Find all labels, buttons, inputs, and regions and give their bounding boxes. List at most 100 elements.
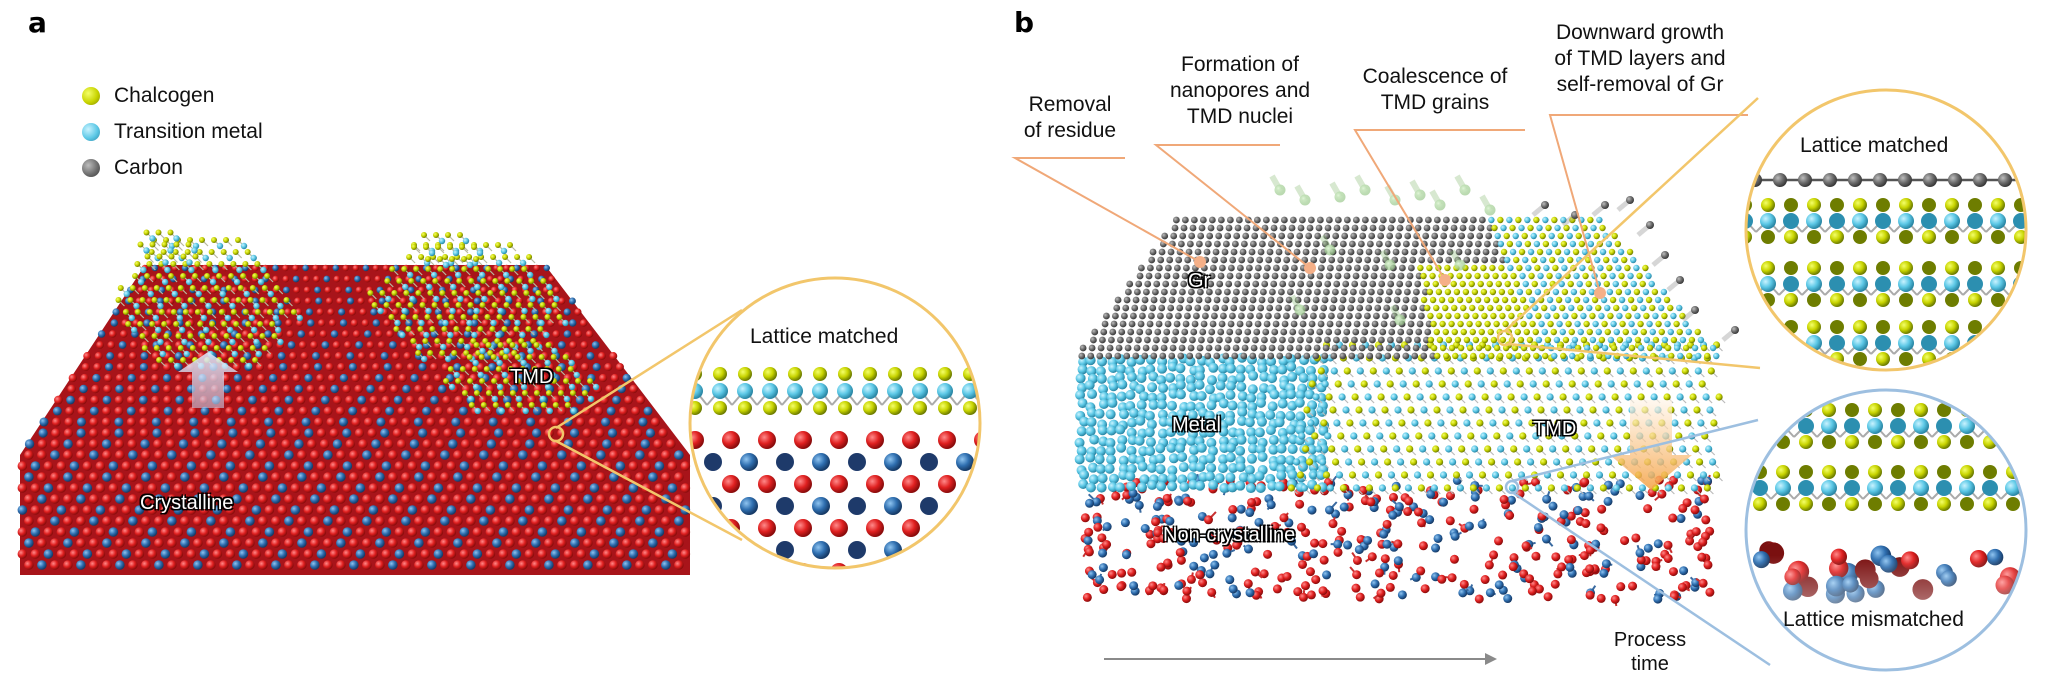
carbon-atom (1459, 224, 1467, 232)
chalcogen-atom (1432, 280, 1439, 288)
carbon-atom (1207, 336, 1214, 344)
oxygen-atom (518, 538, 528, 548)
carbon-atom (1171, 224, 1179, 232)
transition-metal-atom (164, 266, 171, 274)
carbon-atom (1207, 224, 1215, 232)
oxygen-atom (310, 450, 320, 460)
metal-atom (1092, 516, 1102, 526)
metal-atom (486, 439, 497, 449)
tmd-atom (1322, 471, 1331, 479)
chalcogen-atom (1468, 280, 1475, 288)
chalcogen-atom (494, 338, 501, 344)
chalcogen-atom (425, 256, 431, 262)
oxygen-atom (1631, 533, 1641, 543)
carbon-atom (1351, 280, 1359, 288)
oxygen-atom (1705, 587, 1715, 597)
chalcogen-atom (461, 266, 468, 272)
chalcogen-atom (473, 390, 480, 396)
oxygen-atom (174, 384, 184, 394)
chalcogen-atom (213, 345, 220, 351)
tmd-atom (1550, 328, 1557, 336)
oxygen-atom (1310, 538, 1320, 548)
oxygen-atom (352, 330, 361, 338)
metal-atom (440, 516, 450, 526)
transition-metal-atom (133, 302, 140, 310)
carbon-atom (1202, 312, 1209, 320)
tmd-atom (1646, 380, 1654, 388)
tmd-atom (1512, 232, 1519, 240)
carbon-atom (1155, 320, 1163, 328)
chalcogen-atom (1471, 288, 1479, 296)
carbon-atom (1206, 288, 1213, 296)
tmd-atom (1685, 328, 1692, 336)
oxygen-atom (117, 352, 126, 360)
carbon-atom (1235, 328, 1243, 336)
tmd-atom (1589, 312, 1596, 320)
metal-atom (284, 450, 294, 460)
carbon-atom (1432, 224, 1440, 232)
oxygen-atom (327, 373, 337, 383)
oxygen-atom (1319, 555, 1329, 565)
carbon-atom (1208, 216, 1216, 224)
chalcogen-atom (557, 390, 564, 396)
oxygen-atom (596, 560, 606, 570)
oxygen-atom (1228, 505, 1238, 515)
tmd-atom (1334, 380, 1342, 388)
oxygen-atom (1203, 515, 1213, 525)
metal-atom (321, 341, 330, 349)
metal-atom (1196, 419, 1207, 430)
oxygen-atom (360, 406, 370, 416)
oxygen-atom (173, 549, 184, 559)
tmd-atom (1566, 458, 1574, 466)
oxygen-atom (1620, 536, 1630, 546)
tmd-atom (1460, 367, 1468, 375)
metal-atom (162, 373, 172, 383)
carbon-atom (1185, 248, 1193, 256)
oxygen-atom (234, 384, 244, 394)
oxygen-atom (204, 439, 214, 449)
transition-metal-atom (1012, 383, 1028, 399)
tmd-atom (1557, 232, 1564, 240)
transition-metal-atom (149, 235, 156, 242)
oxygen-atom (506, 428, 516, 438)
chalcogen-atom (1465, 272, 1472, 280)
tmd-atom (1710, 419, 1718, 427)
oxygen-atom (550, 527, 561, 537)
chalcogen-atom (396, 278, 403, 284)
tmd-atom (1510, 272, 1517, 280)
oxygen-atom (163, 362, 172, 372)
oxygen-atom (323, 494, 333, 504)
chalcogen-atom (1445, 312, 1452, 320)
tmd-atom (1426, 471, 1435, 479)
oxygen-atom (260, 395, 269, 405)
chalcogen-atom (467, 378, 474, 384)
tmd-atom (1473, 367, 1481, 375)
metal-atom (1175, 363, 1186, 374)
metal-atom (349, 494, 359, 504)
oxygen-atom (1355, 592, 1365, 602)
metal-atom (63, 439, 73, 449)
oxygen-atom (107, 341, 116, 349)
oxygen-atom (1417, 518, 1427, 528)
transition-metal-atom (248, 314, 256, 322)
oxygen-atom (902, 519, 920, 537)
transition-metal-atom (449, 307, 456, 315)
metal-atom (394, 549, 405, 559)
oxygen-atom (334, 352, 343, 360)
chalcogen-atom (1445, 336, 1453, 344)
oxygen-atom (531, 494, 541, 504)
oxygen-atom (232, 450, 242, 460)
oxygen-atom (349, 538, 359, 548)
oxygen-atom (902, 475, 920, 493)
carbon-atom (1175, 312, 1182, 320)
oxygen-atom (426, 417, 436, 427)
metal-atom (1139, 474, 1150, 485)
oxygen-atom (418, 395, 427, 405)
tmd-atom (1576, 406, 1584, 414)
oxygen-atom (245, 494, 255, 504)
transition-metal-atom (515, 395, 523, 403)
oxygen-atom (622, 450, 632, 460)
oxygen-atom (255, 362, 265, 372)
carbon-atom (1262, 216, 1270, 224)
oxygen-atom (390, 384, 399, 394)
